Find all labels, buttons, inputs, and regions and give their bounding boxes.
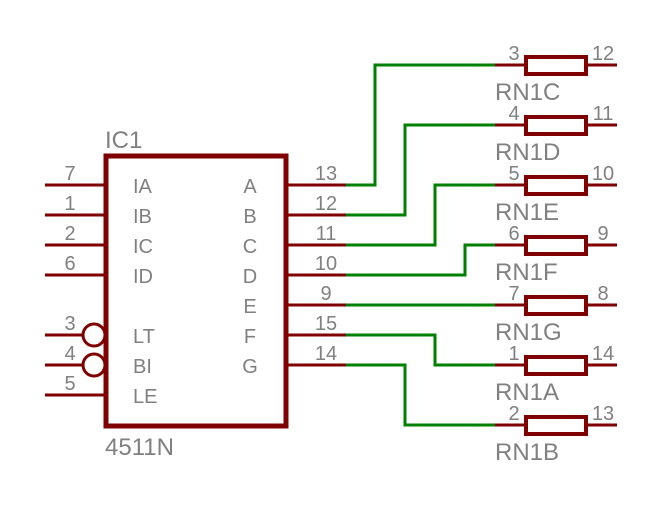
ic-pin-id[interactable]: 6ID xyxy=(45,253,153,288)
pin-label: IA xyxy=(133,176,153,198)
ic-pin-f[interactable]: 15F xyxy=(244,313,346,348)
resistor-pin-right: 12 xyxy=(592,43,614,65)
pin-number: 9 xyxy=(320,283,331,305)
resistor-name: RN1D xyxy=(495,139,560,166)
pin-number: 2 xyxy=(64,223,75,245)
resistor-name: RN1A xyxy=(495,379,559,406)
resistor-pin-right: 13 xyxy=(592,403,614,425)
pin-number: 15 xyxy=(315,313,337,335)
resistor-body-icon[interactable] xyxy=(524,295,588,316)
pin-number: 1 xyxy=(64,193,75,215)
net-wire[interactable] xyxy=(346,123,495,217)
ic-name: IC1 xyxy=(105,127,142,154)
pin-label: BI xyxy=(133,356,152,378)
resistor-body-icon[interactable] xyxy=(524,55,588,76)
ic-body[interactable] xyxy=(103,153,289,429)
ic-pin-d[interactable]: 10D xyxy=(243,253,346,288)
pin-number: 6 xyxy=(64,253,75,275)
ic-pin-bi[interactable]: 4BI xyxy=(45,343,152,378)
ic-pin-c[interactable]: 11C xyxy=(243,223,346,258)
resistor-pin-right: 9 xyxy=(597,223,608,245)
ic-value: 4511N xyxy=(105,434,174,461)
pin-number: 14 xyxy=(315,343,337,365)
inversion-bubble-icon xyxy=(81,352,107,378)
net-wire[interactable] xyxy=(346,363,495,427)
resistor-body-icon[interactable] xyxy=(524,175,588,196)
pin-number: 12 xyxy=(315,193,337,215)
resistor-body-icon[interactable] xyxy=(524,235,588,256)
ic-pin-e[interactable]: 9E xyxy=(243,283,346,318)
resistor-pin-right: 14 xyxy=(592,343,614,365)
ic-pin-ic[interactable]: 2IC xyxy=(45,223,153,258)
pin-label: IC xyxy=(133,236,153,258)
ic-pin-ia[interactable]: 7IA xyxy=(45,163,153,198)
resistor-name: RN1B xyxy=(495,439,559,466)
pin-number: 3 xyxy=(64,313,75,335)
net-wire[interactable] xyxy=(346,333,495,367)
pin-number: 13 xyxy=(315,163,337,185)
pin-number: 7 xyxy=(64,163,75,185)
net-wires xyxy=(346,63,495,427)
pin-label: B xyxy=(243,206,256,228)
inversion-bubble-icon xyxy=(81,322,107,348)
pin-label: E xyxy=(243,296,256,318)
net-wire[interactable] xyxy=(346,63,495,187)
pin-label: IB xyxy=(133,206,152,228)
resistor-name: RN1C xyxy=(495,79,560,106)
resistor-name: RN1E xyxy=(495,199,559,226)
resistor-pin-left: 7 xyxy=(508,283,519,305)
resistor-body-icon[interactable] xyxy=(524,115,588,136)
ic-pin-ib[interactable]: 1IB xyxy=(45,193,152,228)
pin-number: 10 xyxy=(315,253,337,275)
net-wire[interactable] xyxy=(346,183,495,247)
pin-label: G xyxy=(242,356,258,378)
resistor-pin-left: 6 xyxy=(508,223,519,245)
ic-pin-g[interactable]: 14G xyxy=(242,343,346,378)
resistor-body-icon[interactable] xyxy=(524,355,588,376)
resistor-pin-left: 2 xyxy=(508,403,519,425)
resistor-pin-right: 8 xyxy=(597,283,608,305)
resistor-body-icon[interactable] xyxy=(524,415,588,436)
ic-pin-b[interactable]: 12B xyxy=(243,193,346,228)
pin-number: 4 xyxy=(64,343,75,365)
ic-pin-a[interactable]: 13A xyxy=(243,163,346,198)
pin-label: D xyxy=(243,266,257,288)
resistor-pin-right: 10 xyxy=(592,163,614,185)
pin-number: 11 xyxy=(316,223,337,245)
resistor-name: RN1F xyxy=(495,259,558,286)
pin-label: ID xyxy=(133,266,153,288)
net-wire[interactable] xyxy=(346,243,495,277)
resistor-pin-left: 3 xyxy=(508,43,519,65)
pin-label: F xyxy=(244,326,256,348)
pin-label: LE xyxy=(133,386,157,408)
pin-label: A xyxy=(243,176,257,198)
pin-number: 5 xyxy=(64,373,75,395)
pin-label: C xyxy=(243,236,257,258)
resistor-pin-right: 11 xyxy=(593,103,614,125)
ic-pin-le[interactable]: 5LE xyxy=(45,373,157,408)
resistor-pin-left: 5 xyxy=(508,163,519,185)
resistor-pin-left: 4 xyxy=(508,103,519,125)
resistor-pin-left: 1 xyxy=(508,343,519,365)
ic-pin-lt[interactable]: 3LT xyxy=(45,313,155,348)
resistor-name: RN1G xyxy=(495,319,562,346)
pin-label: LT xyxy=(133,326,155,348)
